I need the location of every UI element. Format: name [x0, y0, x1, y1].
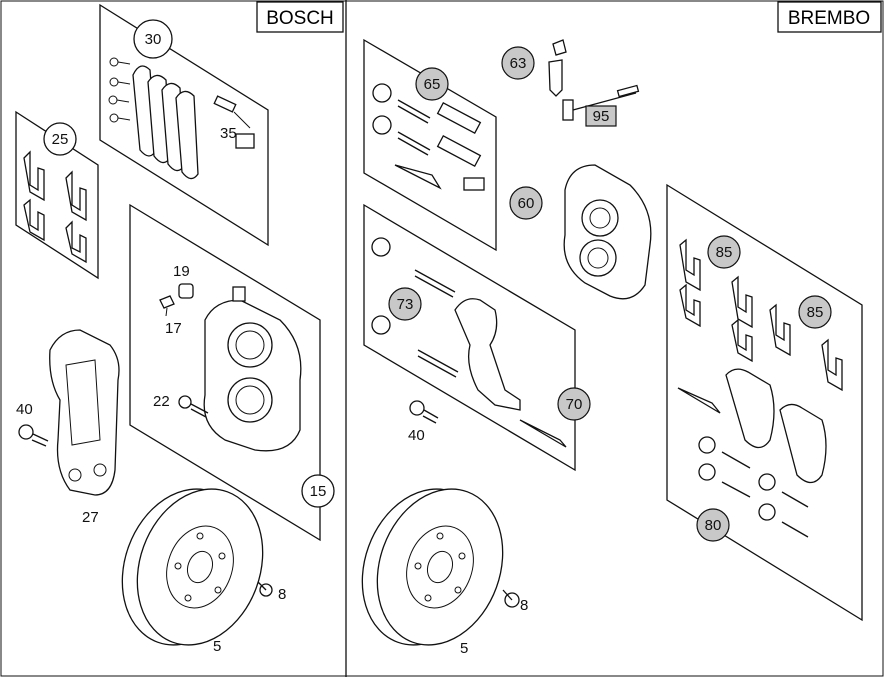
- callout-80-text: 80: [705, 517, 722, 534]
- label-40-right: 40: [408, 427, 425, 444]
- caliper-60: [563, 164, 652, 300]
- brembo-header-text: BREMBO: [788, 8, 870, 29]
- brembo-header: BREMBO: [777, 1, 882, 33]
- callout-60-text: 60: [518, 195, 535, 212]
- callout-85-b: 85: [798, 295, 832, 329]
- label-17: 17: [165, 320, 182, 337]
- label-27: 27: [82, 509, 99, 526]
- callout-70-text: 70: [566, 396, 583, 413]
- callout-30-text: 30: [145, 31, 162, 48]
- callout-15-text: 15: [310, 483, 327, 500]
- screw-8-right: [502, 589, 520, 608]
- label-5-right: 5: [460, 640, 468, 657]
- label-5-left: 5: [213, 638, 221, 655]
- label-8-right: 8: [520, 597, 528, 614]
- label-22: 22: [153, 393, 170, 410]
- bosch-header-text: BOSCH: [266, 8, 334, 29]
- callout-80: 80: [696, 508, 730, 542]
- brake-disc-left: [121, 488, 264, 646]
- label-35: 35: [220, 125, 237, 142]
- screw-8-left: [257, 581, 273, 597]
- callout-30: 30: [133, 19, 173, 59]
- callout-73-text: 73: [397, 296, 414, 313]
- callout-15: 15: [301, 474, 335, 508]
- callout-65-text: 65: [424, 76, 441, 93]
- callout-25: 25: [43, 122, 77, 156]
- sensor-parts-63-95: [548, 39, 640, 121]
- callout-63-text: 63: [510, 55, 527, 72]
- bolt-40-left: [18, 424, 49, 447]
- label-19: 19: [173, 263, 190, 280]
- callout-25-text: 25: [52, 131, 69, 148]
- callout-73: 73: [388, 287, 422, 321]
- callout-95-text: 95: [593, 108, 610, 125]
- callout-65: 65: [415, 67, 449, 101]
- bolt-40-right: [409, 400, 439, 424]
- callout-70: 70: [557, 387, 591, 421]
- callout-85-a: 85: [707, 235, 741, 269]
- callout-63: 63: [501, 46, 535, 80]
- caliper-bracket-27: [49, 329, 120, 496]
- pad-kit-panel-80-85: [666, 183, 863, 622]
- bosch-header: BOSCH: [256, 1, 344, 33]
- brake-disc-right: [361, 488, 504, 646]
- callout-95: 95: [585, 105, 617, 127]
- guide-pin-panel-65: [363, 38, 497, 252]
- callout-60: 60: [509, 186, 543, 220]
- label-8-left: 8: [278, 586, 286, 603]
- label-40-left: 40: [16, 401, 33, 418]
- callout-85-a-text: 85: [716, 244, 733, 261]
- pad-kit-panel-30: [99, 3, 269, 247]
- callout-85-b-text: 85: [807, 304, 824, 321]
- caliper-panel-15: [129, 203, 321, 542]
- spring-panel-70: [363, 203, 576, 472]
